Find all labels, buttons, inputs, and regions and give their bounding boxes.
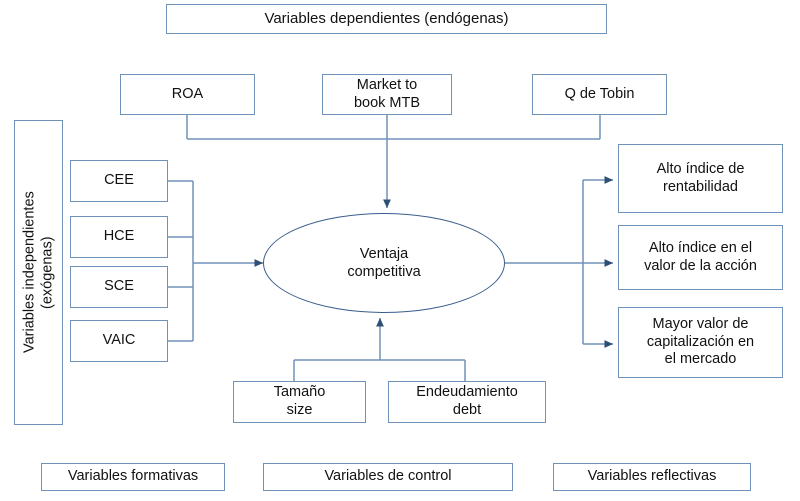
legend-variables-de-control: Variables de control (263, 463, 513, 491)
node-ventaja-competitiva[interactable]: Ventaja competitiva (263, 213, 505, 313)
independent-variables-side-label: Variables independientes (exógenas) (14, 120, 63, 425)
legend-variables-reflectivas: Variables reflectivas (553, 463, 751, 491)
node-endeudamiento-debt[interactable]: Endeudamiento debt (388, 381, 546, 423)
node-mayor-valor-capitalizacion[interactable]: Mayor valor de capitalización en el merc… (618, 307, 783, 378)
node-sce[interactable]: SCE (70, 266, 168, 308)
node-tamano-size[interactable]: Tamaño size (233, 381, 366, 423)
node-roa[interactable]: ROA (120, 74, 255, 115)
dependent-variables-title: Variables dependientes (endógenas) (166, 4, 607, 34)
node-alto-indice-rentabilidad[interactable]: Alto índice de rentabilidad (618, 144, 783, 213)
node-cee[interactable]: CEE (70, 160, 168, 202)
node-hce[interactable]: HCE (70, 216, 168, 258)
node-market-to-book[interactable]: Market to book MTB (322, 74, 452, 115)
node-alto-indice-valor-accion[interactable]: Alto índice en el valor de la acción (618, 225, 783, 290)
node-q-de-tobin[interactable]: Q de Tobin (532, 74, 667, 115)
legend-variables-formativas: Variables formativas (41, 463, 225, 491)
node-vaic[interactable]: VAIC (70, 320, 168, 362)
